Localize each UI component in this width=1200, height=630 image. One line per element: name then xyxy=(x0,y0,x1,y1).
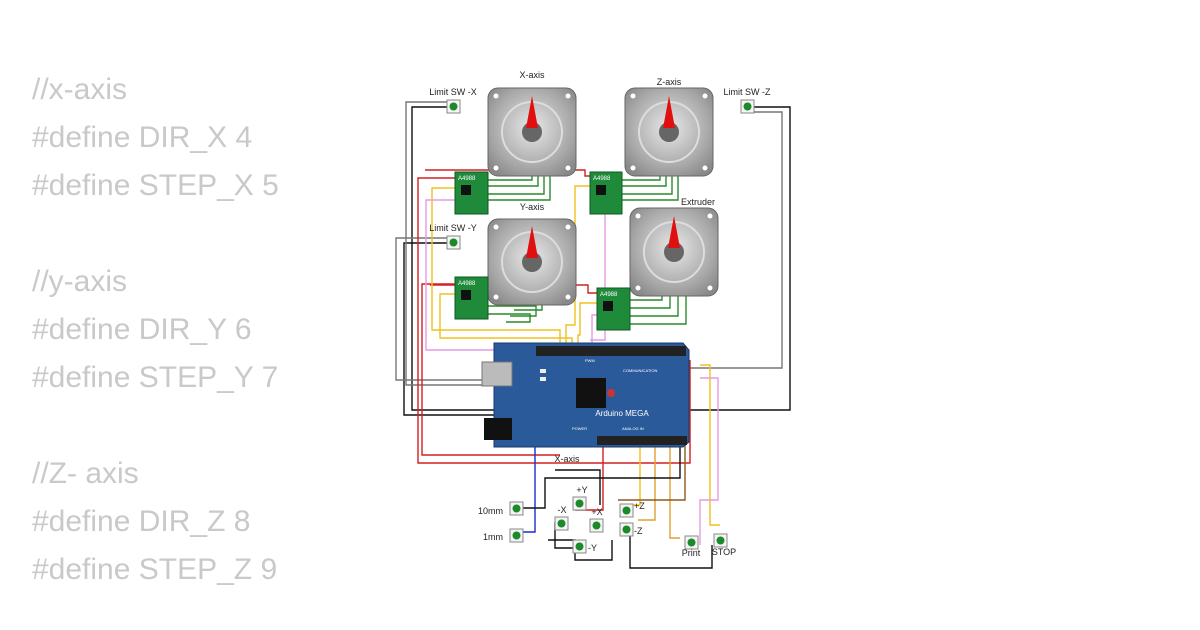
button-minus-y-label: -Y xyxy=(588,543,597,553)
limit-switch-y xyxy=(446,235,461,250)
button-plus-y[interactable] xyxy=(572,496,587,511)
driver-a4988-z: A4988 xyxy=(589,171,623,215)
motor-label-extruder: Extruder xyxy=(681,197,715,207)
button-print-label: Print xyxy=(682,548,701,558)
button-10mm-label: 10mm xyxy=(478,506,503,516)
code-define-dir-z: #define DIR_Z 8 xyxy=(32,505,251,538)
driver-a4988-extruder: A4988 xyxy=(596,287,631,331)
button-minus-y[interactable] xyxy=(572,539,587,554)
button-stop[interactable] xyxy=(713,533,728,548)
limit-switch-z-label: Limit SW -Z xyxy=(724,87,771,97)
driver-label: A4988 xyxy=(458,281,476,287)
board-name: Arduino MEGA xyxy=(595,409,649,418)
stepper-motor-y xyxy=(487,218,577,306)
button-group-label: X-axis xyxy=(554,454,580,464)
motor-label-y: Y-axis xyxy=(520,202,545,212)
button-plus-y-label: +Y xyxy=(576,485,587,495)
code-define-step-x: #define STEP_X 5 xyxy=(32,169,279,202)
arduino-mega-board: PWM COMMUNICATION Arduino MEGA POWER ANA… xyxy=(481,342,690,448)
code-blank-line xyxy=(32,402,372,450)
stepper-motor-z xyxy=(624,87,714,177)
button-plus-x[interactable] xyxy=(589,518,604,533)
board-communication-label: COMMUNICATION xyxy=(623,368,657,373)
button-plus-x-label: +X xyxy=(591,507,602,517)
button-minus-z[interactable] xyxy=(619,522,634,537)
button-10mm[interactable] xyxy=(509,501,524,516)
code-define-dir-x: #define DIR_X 4 xyxy=(32,121,253,154)
limit-switch-z xyxy=(740,99,755,114)
button-1mm-label: 1mm xyxy=(483,532,503,542)
code-define-step-y: #define STEP_Y 7 xyxy=(32,361,279,394)
button-minus-x[interactable] xyxy=(554,516,569,531)
code-comment-x-axis: //x-axis xyxy=(32,73,128,106)
limit-switch-x xyxy=(446,99,461,114)
button-plus-z[interactable] xyxy=(619,503,634,518)
board-analog-in-label: ANALOG IN xyxy=(622,426,644,431)
button-plus-z-label: +Z xyxy=(634,501,645,511)
limit-switch-x-label: Limit SW -X xyxy=(429,87,477,97)
stepper-motor-extruder xyxy=(629,207,719,297)
motor-label-x: X-axis xyxy=(519,70,545,80)
code-define-step-z: #define STEP_Z 9 xyxy=(32,553,278,586)
button-1mm[interactable] xyxy=(509,528,524,543)
code-comment-y-axis: //y-axis xyxy=(32,265,128,298)
button-minus-z-label: -Z xyxy=(634,526,643,536)
board-power-label: POWER xyxy=(572,426,587,431)
driver-a4988-y: A4988 xyxy=(454,276,489,320)
limit-switch-y-label: Limit SW -Y xyxy=(429,223,477,233)
button-minus-x-label: -X xyxy=(558,505,567,515)
code-define-dir-y: #define DIR_Y 6 xyxy=(32,313,252,346)
driver-label: A4988 xyxy=(458,176,476,182)
board-pwm-label: PWM xyxy=(585,358,595,363)
code-comment-z-axis: //Z- axis xyxy=(32,457,139,490)
button-stop-label: STOP xyxy=(712,547,736,557)
code-panel: //x-axis #define DIR_X 4 #define STEP_X … xyxy=(32,66,372,594)
code-blank-line xyxy=(32,210,372,258)
button-print[interactable] xyxy=(684,535,699,550)
driver-label: A4988 xyxy=(593,176,611,182)
driver-a4988-x: A4988 xyxy=(454,171,489,215)
stepper-motor-x xyxy=(487,87,577,177)
motor-label-z: Z-axis xyxy=(657,77,682,87)
circuit-diagram: X-axis Z-axis Y-axis Extruder A4988 A498… xyxy=(395,70,791,569)
driver-label: A4988 xyxy=(600,292,618,298)
